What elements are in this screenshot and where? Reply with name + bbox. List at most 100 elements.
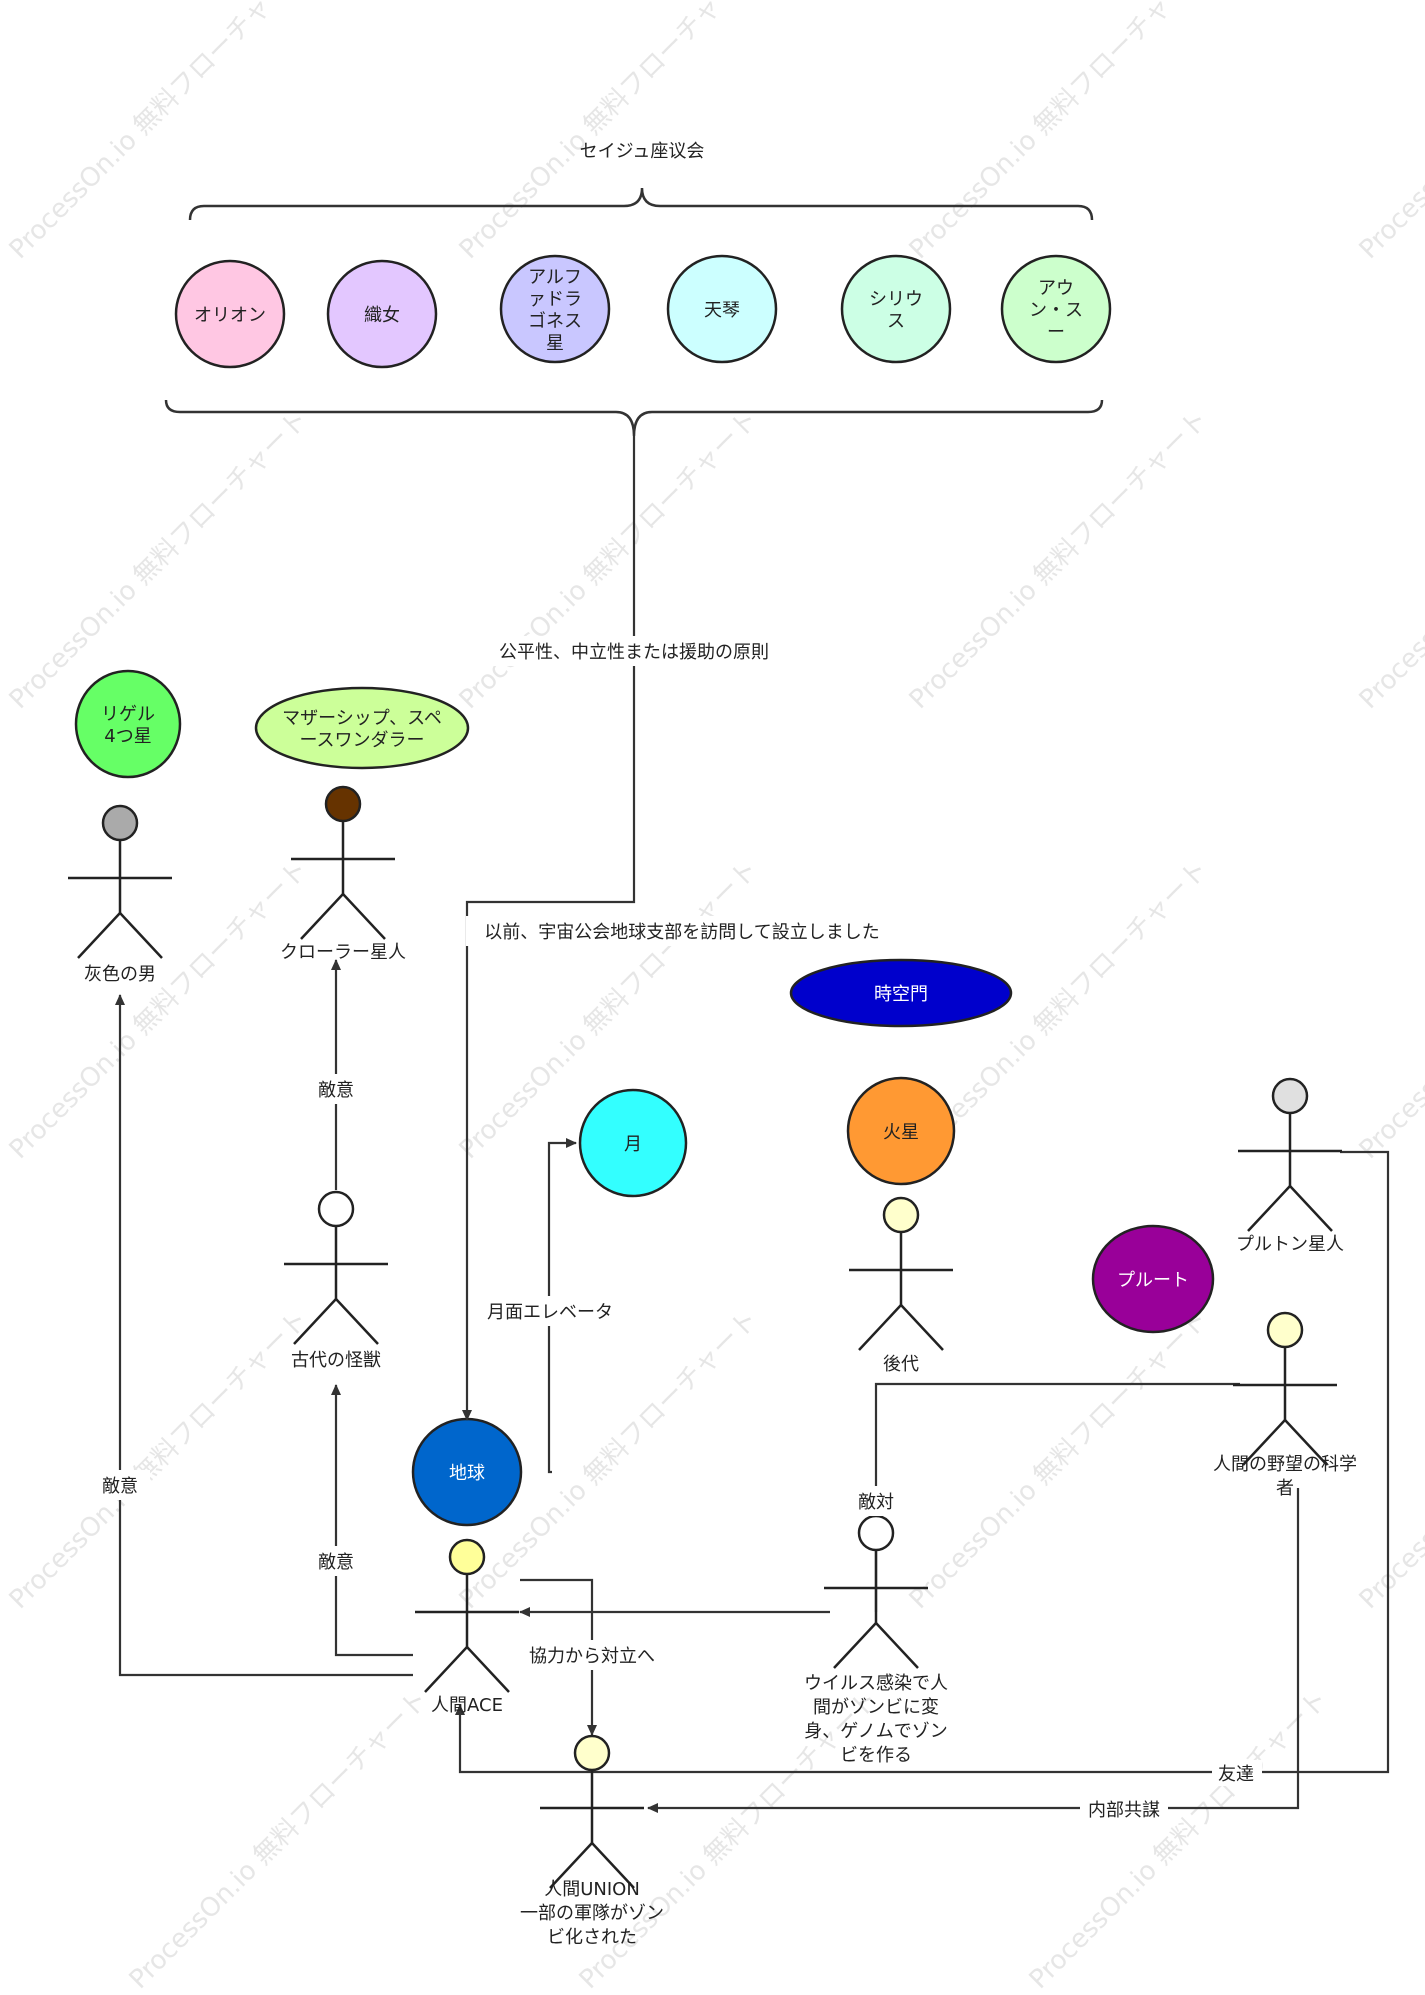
watermark-text: ProcessOn.io 無料フローチャート — [4, 1305, 314, 1615]
council-member-circle — [174, 259, 286, 369]
planet-label: マザーシップ、スペースワンダラー — [282, 708, 442, 751]
label-hostility-grayman: 敵意 — [102, 1476, 138, 1497]
stick-figure — [849, 1233, 953, 1351]
actor-head — [857, 1514, 895, 1552]
council-member-circle — [840, 254, 952, 364]
actor-scientist: 人間の野望の科学者 — [1213, 1311, 1357, 1499]
stick-figure — [284, 1227, 388, 1345]
planet-earth: 地球 — [411, 1417, 523, 1527]
council-member-label: オリオン — [194, 305, 266, 326]
council-member-circle — [499, 254, 611, 364]
planet-moon: 月 — [578, 1088, 688, 1198]
stick-figure — [540, 1771, 644, 1889]
actor-label: 古代の怪獣 — [291, 1350, 381, 1371]
planet-shape — [578, 1088, 688, 1198]
council-member-label: シリウス — [869, 289, 923, 332]
stick-figure — [824, 1551, 928, 1669]
planet-shape — [254, 686, 470, 770]
watermark-text: ProcessOn.io 無料フローチャート — [904, 1305, 1214, 1615]
actor-label: 灰色の男 — [84, 964, 156, 985]
actor-head — [324, 785, 362, 823]
council-member-4: シリウス — [840, 254, 952, 364]
actor-label: 後代 — [883, 1354, 919, 1375]
actor-label: クローラー星人 — [280, 942, 406, 963]
planet-shape — [1091, 1224, 1215, 1334]
edge-friend — [455, 1150, 1390, 1774]
planet-shape — [74, 669, 182, 779]
watermark-text: ProcessOn.io 無料フローチャート — [4, 0, 314, 265]
watermark-text: ProcessOn.io 無料フローチャート — [1354, 405, 1425, 715]
watermark-text: ProcessOn.io 無料フローチャート — [454, 0, 764, 265]
council-member-circle — [326, 259, 438, 369]
watermark-text: ProcessOn.io 無料フローチャート — [1354, 1305, 1425, 1615]
edge-collusion — [647, 1488, 1300, 1813]
watermark-text: ProcessOn.io 無料フローチャート — [4, 405, 314, 715]
actor-head — [882, 1196, 920, 1234]
actor-head — [317, 1190, 355, 1228]
label-hostility-crawler: 敵意 — [318, 1080, 354, 1101]
actor-crawler: クローラー星人 — [280, 785, 406, 963]
actor-ace: 人間ACE — [415, 1538, 519, 1716]
label-elevator: 月面エレベータ — [487, 1302, 613, 1323]
watermark-text: ProcessOn.io 無料フローチャート — [904, 0, 1214, 265]
planet-shape — [846, 1076, 956, 1186]
planet-shape — [789, 958, 1013, 1028]
actor-head — [573, 1734, 611, 1772]
actor-grayman: 灰色の男 — [68, 804, 172, 985]
actor-head — [1266, 1311, 1304, 1349]
actor-label: ウイルス感染で人間がゾンビに変身、ゲノムでゾンビを作る — [804, 1673, 948, 1766]
council-member-label: 織女 — [364, 305, 400, 326]
watermark-text: ProcessOn.io 無料フローチャート — [904, 405, 1214, 715]
watermark-text: ProcessOn.io 無料フローチャート — [454, 405, 764, 715]
label-collusion: 内部共謀 — [1088, 1800, 1160, 1821]
council-title: セイジュ座议会 — [580, 141, 705, 162]
actor-descendant: 後代 — [849, 1196, 953, 1375]
watermark-text: ProcessOn.io 無料フローチャート — [1354, 0, 1425, 265]
planet-pluto: プルート — [1091, 1224, 1215, 1334]
council-member-2: アルファドラゴネス星 — [499, 254, 611, 364]
stick-figure — [1238, 1114, 1342, 1232]
council-member-0: オリオン — [174, 259, 286, 369]
council-member-3: 天琴 — [666, 254, 778, 364]
actor-label: 人間ACE — [431, 1695, 503, 1716]
council-top-brace — [188, 187, 1094, 221]
stick-figure — [415, 1575, 519, 1693]
watermark-text: ProcessOn.io 無料フローチャート — [124, 1685, 434, 1995]
edge-ace-grayman — [115, 994, 413, 1677]
planet-mars: 火星 — [846, 1076, 956, 1186]
actor-label: プルトン星人 — [1236, 1234, 1344, 1255]
watermark-text: ProcessOn.io 無料フローチャート — [1024, 1685, 1334, 1995]
edge-principle — [462, 436, 636, 1421]
actor-virus: ウイルス感染で人間がゾンビに変身、ゲノムでゾンビを作る — [804, 1514, 948, 1766]
council-member-circle — [666, 254, 778, 364]
label-principle: 公平性、中立性または援助の原則 — [499, 642, 769, 663]
actor-head — [448, 1538, 486, 1576]
planet-mothership: マザーシップ、スペースワンダラー — [254, 686, 470, 770]
council-member-label: 天琴 — [704, 300, 740, 321]
council-member-1: 織女 — [326, 259, 438, 369]
stick-figure — [1233, 1348, 1337, 1466]
label-coop: 協力から対立へ — [529, 1646, 655, 1667]
stick-figure — [291, 822, 395, 940]
planet-timegate: 時空門 — [789, 958, 1013, 1028]
watermark-text: ProcessOn.io 無料フローチャート — [4, 855, 314, 1165]
label-hostility-monster: 敵意 — [318, 1552, 354, 1573]
label-opposition: 敵対 — [858, 1492, 894, 1513]
planet-label: 月 — [624, 1134, 642, 1155]
council-member-label: アルファドラゴネス星 — [528, 267, 582, 354]
council-member-circle — [1000, 254, 1112, 364]
council-member-label: アウン・スー — [1029, 278, 1083, 343]
label-visit: 以前、宇宙公会地球支部を訪問して設立しました — [484, 922, 879, 943]
planet-label: 時空門 — [874, 984, 928, 1005]
actor-head — [1271, 1077, 1309, 1115]
planet-label: 地球 — [449, 1463, 485, 1484]
actor-label: 人間の野望の科学者 — [1213, 1454, 1357, 1499]
planet-label: 火星 — [883, 1122, 919, 1143]
watermark-text: ProcessOn.io 無料フローチャート — [1354, 855, 1425, 1165]
council-member-5: アウン・スー — [1000, 254, 1112, 364]
